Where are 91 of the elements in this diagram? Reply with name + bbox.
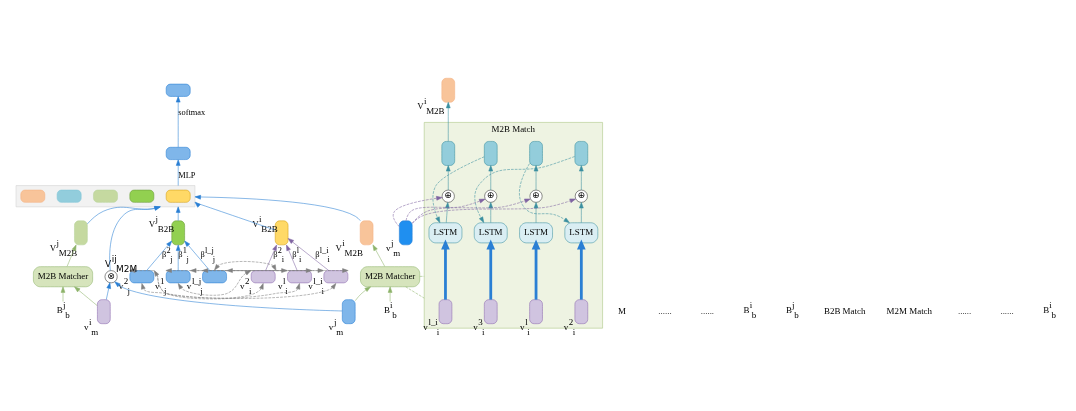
arrow bbox=[201, 267, 313, 273]
arrow bbox=[287, 237, 330, 271]
arrow bbox=[194, 194, 361, 221]
node-box: LSTM bbox=[564, 222, 599, 243]
node-circle: ⊕ bbox=[484, 189, 498, 203]
arrow bbox=[533, 164, 539, 190]
node-box bbox=[529, 298, 543, 324]
arrow bbox=[106, 282, 111, 300]
node-box bbox=[484, 298, 498, 324]
node-box bbox=[93, 189, 118, 203]
node-box bbox=[342, 298, 356, 324]
node-box bbox=[484, 140, 498, 166]
node-box bbox=[20, 189, 46, 203]
arrow bbox=[387, 286, 393, 302]
edge-label: MLP bbox=[178, 170, 196, 180]
arrow bbox=[214, 260, 277, 271]
arrow bbox=[74, 286, 98, 306]
arrow bbox=[175, 159, 181, 186]
node-box: M2B Matcher bbox=[33, 265, 93, 287]
node-box bbox=[165, 189, 191, 203]
node-box bbox=[359, 220, 374, 245]
node-box bbox=[129, 189, 155, 203]
arrow bbox=[432, 156, 485, 223]
arrow bbox=[531, 238, 541, 300]
arrow bbox=[66, 244, 77, 267]
arrow bbox=[579, 201, 584, 223]
arrow bbox=[411, 198, 576, 224]
connector bbox=[405, 286, 425, 298]
node-box bbox=[441, 77, 455, 103]
cluster bbox=[15, 184, 196, 207]
node-box bbox=[74, 220, 88, 245]
arrow bbox=[265, 244, 277, 271]
label: M bbox=[617, 305, 626, 316]
connector bbox=[419, 275, 425, 277]
node-circle: ⊗ bbox=[104, 269, 118, 283]
node-box: LSTM bbox=[474, 222, 508, 243]
label: ...... bbox=[957, 305, 972, 316]
node-box bbox=[97, 298, 111, 324]
arrow bbox=[355, 286, 371, 301]
arrow bbox=[441, 238, 450, 300]
arrow bbox=[372, 244, 386, 267]
arrow bbox=[488, 164, 493, 190]
edge-label: softmax bbox=[178, 107, 206, 117]
arrow bbox=[190, 267, 324, 273]
node-box bbox=[574, 140, 589, 166]
arrow bbox=[194, 201, 276, 230]
arrow bbox=[392, 195, 443, 227]
arrow bbox=[533, 201, 539, 223]
node-box bbox=[529, 140, 543, 166]
node-circle: ⊕ bbox=[529, 189, 543, 203]
arrow bbox=[286, 244, 298, 271]
node-box bbox=[250, 269, 276, 283]
node-box bbox=[438, 298, 453, 324]
label: ...... bbox=[700, 305, 715, 316]
arrow bbox=[412, 198, 531, 223]
node-box bbox=[399, 220, 413, 245]
node-box bbox=[165, 83, 191, 97]
arrow bbox=[446, 164, 451, 190]
arrow bbox=[60, 286, 66, 302]
arrow bbox=[446, 101, 451, 142]
arrow bbox=[486, 238, 496, 300]
arrow bbox=[405, 198, 486, 221]
arrow bbox=[165, 267, 288, 273]
label: M2M Match bbox=[886, 305, 933, 316]
node-box: LSTM bbox=[519, 222, 553, 243]
arrow bbox=[175, 206, 181, 221]
arrow bbox=[474, 155, 575, 223]
arrow bbox=[177, 269, 252, 296]
arrow bbox=[519, 162, 570, 223]
arrow bbox=[141, 282, 264, 298]
node-box: M2B Matcher bbox=[360, 265, 420, 287]
arrow bbox=[577, 238, 586, 300]
arrow bbox=[146, 240, 172, 271]
node-box bbox=[574, 298, 589, 324]
node-circle: ⊕ bbox=[441, 189, 455, 203]
arrow bbox=[226, 267, 349, 273]
node-box bbox=[56, 189, 82, 203]
label: B2B Match bbox=[824, 305, 866, 316]
node-box: LSTM bbox=[428, 222, 463, 243]
arrow bbox=[488, 201, 493, 223]
arrow bbox=[579, 164, 584, 190]
label: ...... bbox=[658, 305, 672, 316]
arrow bbox=[184, 240, 211, 271]
arrow bbox=[114, 280, 343, 311]
arrow bbox=[175, 95, 181, 147]
arrow bbox=[153, 269, 337, 299]
label: ...... bbox=[1000, 305, 1014, 316]
arrow bbox=[445, 201, 450, 223]
node-box bbox=[165, 146, 191, 160]
node-box bbox=[441, 140, 455, 166]
node-circle: ⊕ bbox=[574, 189, 588, 203]
